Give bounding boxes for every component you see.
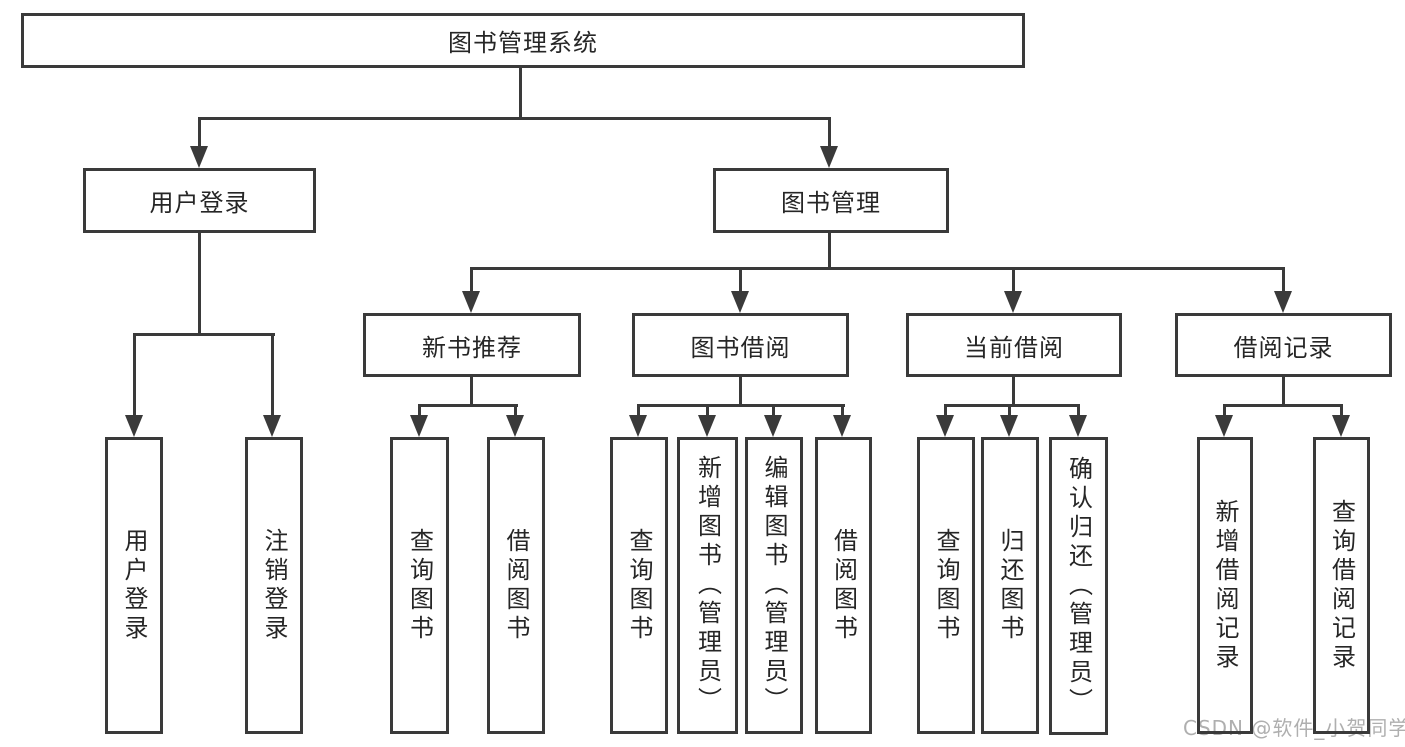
connector [133, 333, 275, 336]
node-label: 归还图书 [996, 527, 1024, 644]
connector [1012, 377, 1015, 407]
node-leaf-query-borrow-record: 查询借阅记录 [1313, 437, 1370, 734]
node-label: 图书借阅 [690, 333, 791, 362]
connector [1282, 267, 1285, 296]
node-leaf-confirm-return-admin: 确认归还（管理员） [1049, 437, 1108, 735]
node-library-management-system: 图书管理系统 [21, 13, 1025, 68]
arrowhead-down [731, 291, 749, 313]
node-label: 查询借阅记录 [1327, 498, 1356, 673]
connector [1340, 404, 1343, 418]
node-leaf-borrow-books: 借阅图书 [487, 437, 545, 734]
arrowhead-down [764, 415, 782, 437]
node-label: 图书管理 [781, 189, 881, 217]
arrowhead-down [1069, 415, 1087, 437]
node-label: 查询图书 [625, 527, 653, 644]
connector [637, 404, 640, 418]
arrowhead-down [190, 146, 208, 168]
node-label: 查询图书 [932, 527, 960, 644]
csdn-watermark: CSDN @软件_小贺同学 [1183, 716, 1405, 740]
connector [198, 117, 201, 151]
arrowhead-down [833, 415, 851, 437]
node-label: 用户登录 [120, 527, 148, 644]
arrowhead-down [698, 415, 716, 437]
arrowhead-down [462, 291, 480, 313]
node-label: 新增图书（管理员） [693, 455, 722, 716]
connector [841, 404, 844, 418]
connector [470, 267, 473, 296]
connector [1223, 404, 1343, 407]
node-leaf-return-books: 归还图书 [981, 437, 1039, 734]
arrowhead-down [1000, 415, 1018, 437]
connector [198, 117, 831, 120]
connector [470, 377, 473, 407]
node-label: 注销登录 [260, 527, 288, 644]
connector [828, 117, 831, 151]
connector [739, 377, 742, 407]
node-label: 新书推荐 [422, 333, 522, 362]
connector [706, 404, 709, 418]
arrowhead-down [263, 415, 281, 437]
node-label: 借阅图书 [502, 527, 530, 644]
node-leaf-logout: 注销登录 [245, 437, 303, 734]
arrowhead-down [410, 415, 428, 437]
node-leaf-query-books: 查询图书 [610, 437, 668, 734]
node-leaf-add-books-admin: 新增图书（管理员） [677, 437, 738, 734]
arrowhead-down [1332, 415, 1350, 437]
node-label: 借阅图书 [829, 527, 858, 644]
node-leaf-borrow-books: 借阅图书 [815, 437, 872, 734]
connector [418, 404, 421, 418]
connector [470, 267, 1284, 270]
connector [271, 333, 274, 417]
connector [944, 404, 1080, 407]
arrowhead-down [125, 415, 143, 437]
connector [198, 233, 201, 335]
connector [519, 68, 522, 118]
node-label: 查询图书 [405, 527, 434, 644]
node-label: 新增借阅记录 [1211, 498, 1239, 673]
node-leaf-add-borrow-record: 新增借阅记录 [1197, 437, 1253, 734]
connector [772, 404, 775, 418]
connector [133, 333, 136, 417]
connector [637, 404, 845, 407]
node-current-borrowing: 当前借阅 [906, 313, 1122, 377]
node-label: 确认归还（管理员） [1064, 455, 1093, 717]
connector [1012, 267, 1015, 296]
node-label: 编辑图书（管理员） [760, 455, 788, 716]
connector [944, 404, 947, 418]
arrowhead-down [936, 415, 954, 437]
arrowhead-down [1004, 291, 1022, 313]
node-leaf-user-login: 用户登录 [105, 437, 163, 734]
connector [1223, 404, 1226, 418]
arrowhead-down [1215, 415, 1233, 437]
arrowhead-down [820, 146, 838, 168]
connector [828, 233, 831, 269]
connector [1077, 404, 1080, 418]
node-book-management: 图书管理 [713, 168, 949, 233]
node-leaf-query-books: 查询图书 [917, 437, 975, 734]
node-new-book-recommendation: 新书推荐 [363, 313, 581, 377]
node-label: 用户登录 [149, 189, 250, 217]
arrowhead-down [506, 415, 524, 437]
arrowhead-down [629, 415, 647, 437]
node-leaf-edit-books-admin: 编辑图书（管理员） [745, 437, 803, 734]
node-borrowing-records: 借阅记录 [1175, 313, 1392, 377]
node-label: 图书管理系统 [448, 29, 598, 57]
node-user-login: 用户登录 [83, 168, 316, 233]
node-label: 当前借阅 [964, 333, 1064, 362]
node-label: 借阅记录 [1233, 333, 1334, 362]
arrowhead-down [1274, 291, 1292, 313]
connector [514, 404, 517, 418]
connector [739, 267, 742, 296]
connector [418, 404, 518, 407]
node-leaf-query-books: 查询图书 [390, 437, 449, 734]
connector [1008, 404, 1011, 418]
node-book-borrowing: 图书借阅 [632, 313, 849, 377]
connector [1282, 377, 1285, 407]
